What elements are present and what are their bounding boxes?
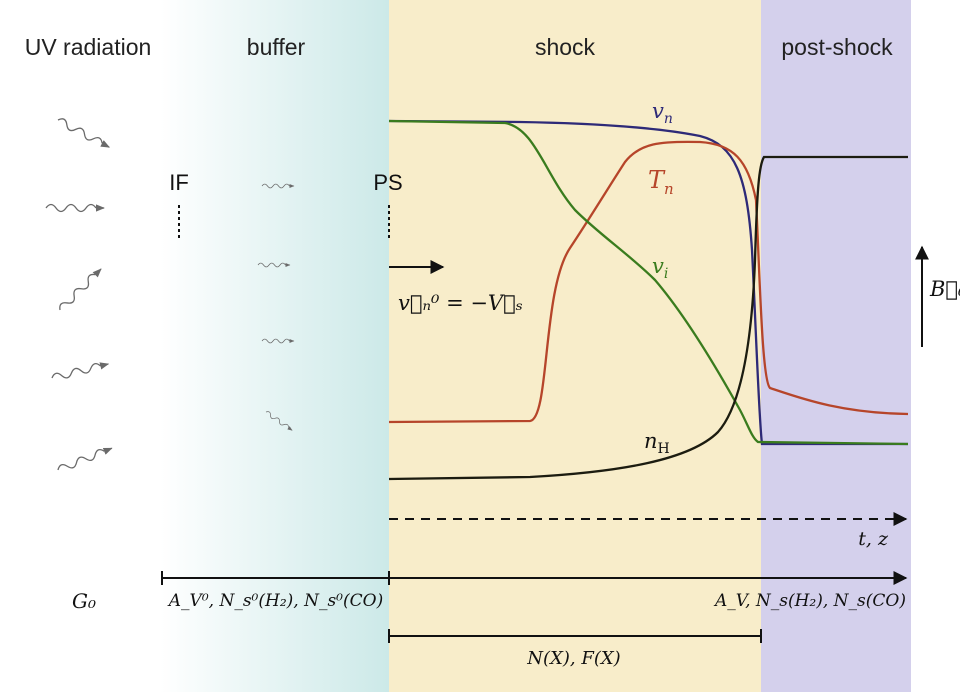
G0-label: G₀ [72,589,96,613]
uv-region-title: UV radiation [25,34,152,60]
Tn-curve [388,140,909,424]
uv-photon-icon [46,117,113,473]
shock-columns-label: N(X), F(X) [526,648,620,669]
final-columns-label: A_V, N_s(H₂), N_s(CO) [713,591,906,611]
postshock-region-title: post-shock [781,34,893,60]
buffer-region [160,0,389,692]
Tn-label: Tn [648,166,674,198]
buffer-region-title: buffer [247,34,306,60]
photodissociation-front-label: PS [373,170,402,195]
shock-region [389,0,761,692]
ionization-front-label: IF [169,170,189,195]
vn-label: vn [652,99,673,127]
nH-label: nH [644,429,670,457]
nH-curve [388,155,908,481]
velocity-equation: v⃗ₙ⁰ = −V⃗ₛ [398,291,523,315]
postshock-region [761,0,911,692]
magnetic-field-label: B⃗₀ [929,277,960,301]
vi-curve [388,119,909,446]
vi-label: vi [652,254,668,282]
vn-curve [388,119,908,446]
time-axis-label: t, z [858,528,889,550]
initial-columns-label: A_V⁰, N_s⁰(H₂), N_s⁰(CO) [167,591,383,611]
shock-region-title: shock [535,34,596,60]
